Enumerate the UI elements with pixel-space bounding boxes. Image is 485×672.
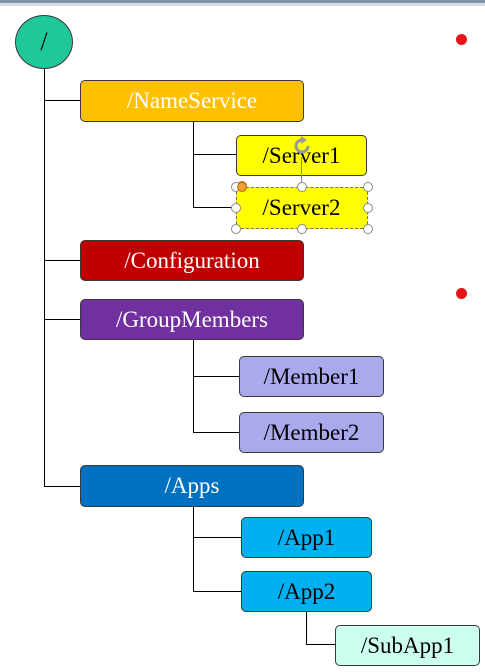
connector-root-trunk	[44, 69, 45, 487]
node-configuration[interactable]: /Configuration	[80, 240, 304, 281]
resize-handle-bottom-left[interactable]	[231, 224, 241, 234]
node-nameservice-label: /NameService	[126, 88, 258, 113]
node-member2-label: /Member2	[263, 419, 360, 445]
node-member2[interactable]: /Member2	[239, 412, 384, 453]
root-node[interactable]: /	[15, 15, 73, 69]
node-groupmembers-label: /GroupMembers	[115, 306, 269, 332]
bullet-marker-2	[456, 288, 467, 299]
node-apps-label: /Apps	[164, 473, 220, 498]
node-app1-label: /App1	[277, 524, 336, 550]
slide-top-border-shade	[0, 3, 485, 6]
connector-groupmembers	[44, 319, 80, 320]
resize-handle-bottom-right[interactable]	[363, 224, 373, 234]
connector-nameservice-trunk	[193, 122, 194, 208]
resize-handle-top-middle[interactable]	[297, 182, 307, 192]
node-app1[interactable]: /App1	[241, 517, 372, 558]
connector-app2-trunk	[306, 612, 307, 645]
node-app2-label: /App2	[277, 578, 336, 604]
rotate-handle-icon[interactable]	[291, 135, 313, 157]
root-node-label: /	[40, 27, 48, 56]
connector-apps-trunk	[193, 507, 194, 592]
bullet-marker-1	[456, 34, 467, 45]
rotate-handle-stem	[301, 157, 302, 187]
connector-app2	[193, 591, 241, 592]
node-subapp1[interactable]: /SubApp1	[335, 625, 480, 666]
connector-nameservice	[44, 100, 80, 101]
adjust-handle-front[interactable]	[237, 182, 247, 192]
resize-handle-middle-right[interactable]	[363, 203, 373, 213]
connector-subapp1	[306, 644, 335, 645]
connector-groupmembers-trunk	[193, 340, 194, 433]
node-configuration-label: /Configuration	[124, 247, 260, 273]
node-groupmembers[interactable]: /GroupMembers	[80, 299, 304, 340]
selection-frame	[236, 187, 368, 229]
node-nameservice[interactable]: /NameService	[80, 80, 304, 122]
node-member1[interactable]: /Member1	[239, 356, 384, 397]
node-app2[interactable]: /App2	[241, 571, 372, 612]
connector-configuration	[44, 260, 80, 261]
connector-app1	[193, 537, 241, 538]
resize-handle-top-right[interactable]	[363, 182, 373, 192]
node-server2-label: /Server2	[262, 195, 341, 220]
node-member1-label: /Member1	[263, 363, 360, 389]
resize-handle-bottom-middle[interactable]	[297, 224, 307, 234]
connector-member1	[193, 376, 239, 377]
connector-member2	[193, 432, 239, 433]
connector-server2	[193, 207, 236, 208]
node-server2[interactable]: /Server2	[236, 187, 367, 229]
connector-server1	[193, 154, 236, 155]
node-subapp1-label: /SubApp1	[360, 632, 455, 658]
node-apps[interactable]: /Apps	[80, 465, 304, 507]
connector-apps	[44, 486, 80, 487]
slide-top-border	[0, 0, 485, 3]
resize-handle-middle-left[interactable]	[231, 203, 241, 213]
